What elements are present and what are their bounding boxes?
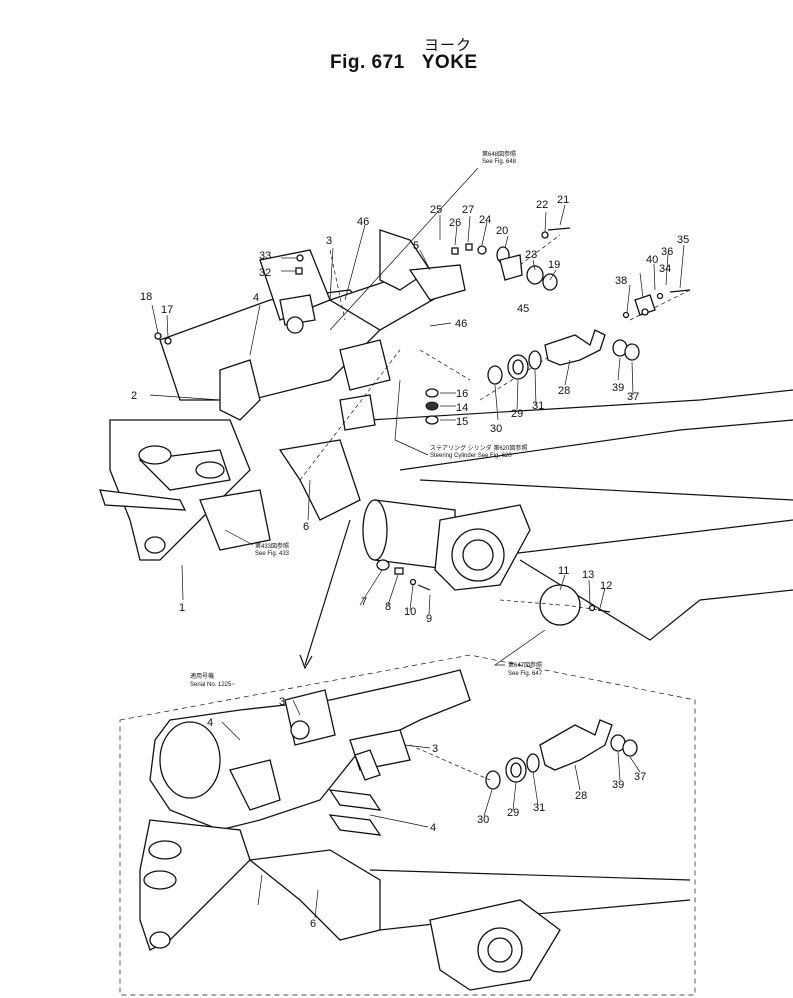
upper-leader-lines xyxy=(149,167,685,666)
callout-39-lower: 39 xyxy=(612,779,624,791)
callout-34: 34 xyxy=(659,263,671,275)
callout-15: 15 xyxy=(456,416,468,428)
callout-46-upper: 46 xyxy=(357,216,369,228)
callout-14: 14 xyxy=(456,402,468,414)
note-see-fig-647: See Fig. 647 xyxy=(508,671,543,677)
callout-8: 8 xyxy=(385,601,391,613)
callout-18: 18 xyxy=(140,291,152,303)
callout-30-upper: 30 xyxy=(490,423,502,435)
callout-24: 24 xyxy=(479,214,491,226)
callout-37-lower: 37 xyxy=(634,771,646,783)
callout-16: 16 xyxy=(456,388,468,400)
note-steering-cyl-jp: ステアリング シリンダ 第620図参照 xyxy=(430,444,527,452)
callout-38: 38 xyxy=(615,275,627,287)
serial-variant-boundary xyxy=(119,654,696,996)
callout-27: 27 xyxy=(462,204,474,216)
callout-45: 45 xyxy=(517,303,529,315)
callout-9: 9 xyxy=(426,613,432,625)
callout-33: 33 xyxy=(259,250,271,262)
callout-20: 20 xyxy=(496,225,508,237)
note-see-fig-647-jp: 第647図参照 xyxy=(508,661,542,669)
callout-3-lower-right: 3 xyxy=(432,743,438,755)
callout-31-upper: 31 xyxy=(532,400,544,412)
callout-7: 7 xyxy=(361,596,367,608)
callout-25: 25 xyxy=(430,204,442,216)
note-see-fig-648-jp: 第648図参照 xyxy=(482,150,516,158)
figure-title-japanese: ヨーク xyxy=(424,37,473,54)
callout-39-upper: 39 xyxy=(612,382,624,394)
callout-23: 23 xyxy=(525,249,537,261)
callout-35: 35 xyxy=(677,234,689,246)
variant-arrow xyxy=(304,519,351,666)
callout-13: 13 xyxy=(582,569,594,581)
callout-12: 12 xyxy=(600,580,612,592)
lower-yoke-assembly xyxy=(139,669,691,991)
callout-2: 2 xyxy=(131,390,137,402)
callout-4-lower-right: 4 xyxy=(430,822,436,834)
callout-3-lower-left: 3 xyxy=(279,696,285,708)
callout-22: 22 xyxy=(536,199,548,211)
callout-numbers: 1 2 3 4 5 6 7 8 9 10 11 12 13 14 15 16 1… xyxy=(131,194,689,930)
note-serial-jp: 適用号機 xyxy=(190,672,214,680)
note-see-fig-433: See Fig. 433 xyxy=(255,551,290,557)
callout-31-lower: 31 xyxy=(533,802,545,814)
variant-arrow-head xyxy=(299,654,313,670)
callout-36: 36 xyxy=(661,246,673,258)
note-see-fig-648: See Fig. 648 xyxy=(482,159,517,165)
lower-leader-lines xyxy=(221,699,641,919)
callout-40: 40 xyxy=(646,254,658,266)
callout-1: 1 xyxy=(179,602,185,614)
callout-4-lower-left: 4 xyxy=(207,717,213,729)
callout-6-lower: 6 xyxy=(310,918,316,930)
callout-32: 32 xyxy=(259,267,271,279)
callout-37-upper: 37 xyxy=(627,391,639,403)
callout-10: 10 xyxy=(404,606,416,618)
figure-title: Fig. 671 YOKE xyxy=(330,52,478,73)
callout-26: 26 xyxy=(449,217,461,229)
callout-46-right: 46 xyxy=(455,318,467,330)
callout-28-lower: 28 xyxy=(575,790,587,802)
callout-21: 21 xyxy=(557,194,569,206)
callout-19: 19 xyxy=(548,259,560,271)
callout-29-lower: 29 xyxy=(507,807,519,819)
callout-4-upper: 4 xyxy=(253,292,259,304)
note-see-fig-433-jp: 第433図参照 xyxy=(255,542,289,550)
note-serial: Serial No. 1225~ xyxy=(190,682,235,688)
upper-yoke-assembly xyxy=(99,227,793,641)
callout-29-upper: 29 xyxy=(511,408,523,420)
callout-30-lower: 30 xyxy=(477,814,489,826)
callout-17: 17 xyxy=(161,304,173,316)
callout-28-upper: 28 xyxy=(558,385,570,397)
callout-3-upper: 3 xyxy=(326,235,332,247)
callout-6-upper: 6 xyxy=(303,521,309,533)
callout-11: 11 xyxy=(558,565,569,577)
callout-5: 5 xyxy=(413,240,419,252)
note-steering-cyl: Steering Cylinder See Fig. 620 xyxy=(430,453,512,459)
